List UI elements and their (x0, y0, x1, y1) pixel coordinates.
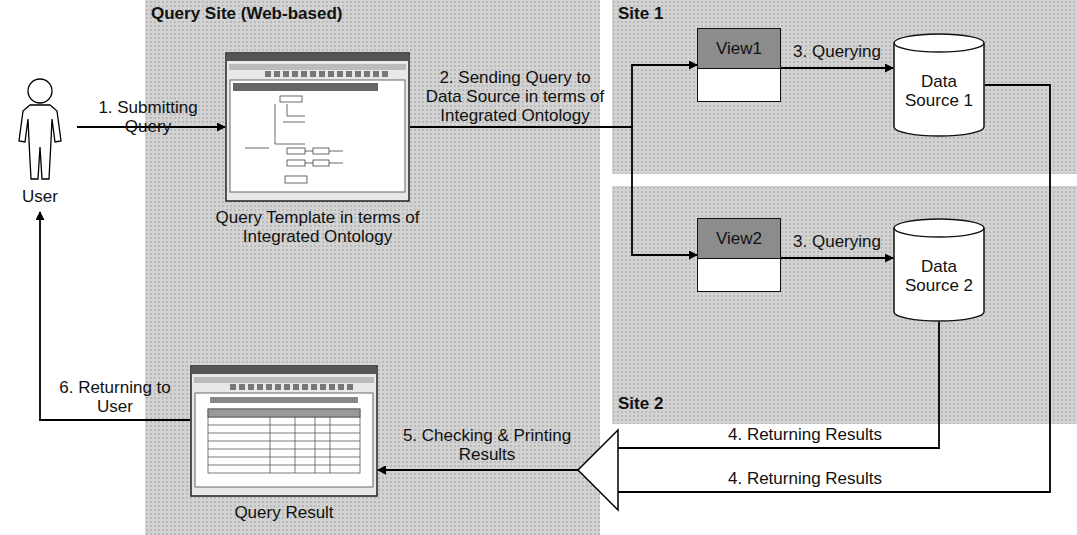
site-region: View2Data Source 2 Site 2 (612, 186, 1077, 424)
node-label: Query Result (184, 503, 384, 522)
node-label: Site 2 (618, 394, 663, 414)
edge-label: 2. Sending Query to Data Source in terms… (420, 68, 610, 125)
browser-screenshot (225, 52, 410, 202)
edge-label: 6. Returning to User (45, 378, 185, 416)
node-label: Data Source 1 (899, 72, 979, 110)
view-body (698, 69, 780, 101)
node-label: User (5, 187, 75, 206)
edge-label: 3. Querying (783, 232, 891, 251)
step-label: 5. Checking & Printing Results (398, 426, 576, 464)
data-source-cylinder: Data Source 2 (893, 218, 985, 322)
node-label: View1 (710, 39, 768, 58)
edge-label: 1. Submitting Query (78, 98, 218, 136)
view-box: View2 (697, 218, 781, 292)
site-region: View1Data Source 1 Site 1 (612, 0, 1077, 174)
view-box: View1 (697, 28, 781, 102)
view-header: View1 (698, 29, 780, 69)
node-label: View2 (710, 229, 768, 248)
screenshot-window: Query Result (190, 365, 378, 522)
screenshot-window: Query Template in terms of Integrated On… (225, 52, 410, 246)
browser-screenshot (190, 365, 378, 497)
user-figure: User (5, 75, 75, 210)
node-label: Query Template in terms of Integrated On… (213, 208, 423, 246)
node-label: Query Site (Web-based) (151, 4, 342, 24)
edge-label: 3. Querying (783, 42, 891, 61)
person-icon (5, 75, 75, 183)
edge-label: 4. Returning Results (690, 425, 920, 444)
edge-label: 4. Returning Results (690, 469, 920, 488)
flow-arrow (781, 257, 893, 259)
data-source-cylinder: Data Source 1 (893, 33, 985, 137)
node-label: Site 1 (618, 4, 663, 24)
view-header: View2 (698, 219, 780, 259)
node-label: Data Source 2 (899, 257, 979, 295)
view-body (698, 259, 780, 291)
flow-arrow (781, 67, 893, 69)
